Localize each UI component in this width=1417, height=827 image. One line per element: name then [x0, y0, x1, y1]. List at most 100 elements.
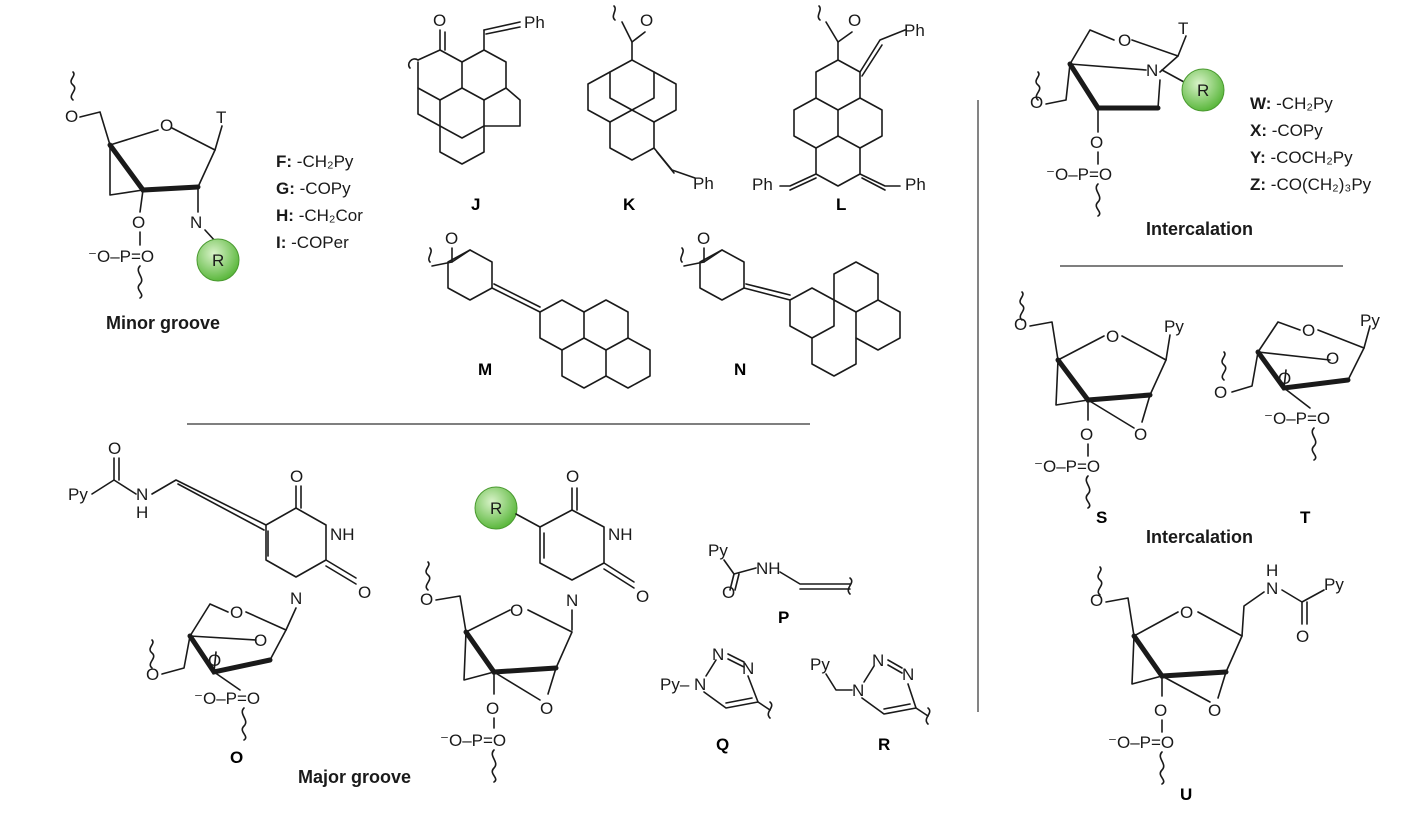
svg-text:N: N [902, 665, 914, 684]
svg-text:O: O [230, 603, 243, 622]
svg-text:O: O [132, 213, 145, 232]
structure-j: O Ph [407, 11, 545, 165]
svg-text:O: O [1326, 349, 1339, 368]
svg-text:O: O [1154, 701, 1167, 720]
svg-text:N: N [742, 659, 754, 678]
svg-text:Py: Py [1164, 317, 1184, 336]
svg-text:O: O [1014, 315, 1027, 334]
svg-text:O: O [65, 107, 78, 126]
label-r: R [878, 735, 890, 754]
svg-text:N: N [566, 591, 578, 610]
label-o: O [230, 748, 243, 767]
svg-text:O: O [848, 11, 861, 30]
svg-text:Py: Py [708, 541, 728, 560]
svg-text:Ph: Ph [905, 175, 926, 194]
svg-text:N: N [852, 681, 864, 700]
svg-text:Ph: Ph [904, 21, 925, 40]
svg-text:N: N [1146, 61, 1158, 80]
section-title-minor-groove: Minor groove [106, 313, 221, 333]
substituent-g: G: -COPy [276, 179, 351, 198]
svg-text:N: N [136, 485, 148, 504]
svg-text:O: O [1214, 383, 1227, 402]
svg-text:O: O [1080, 425, 1093, 444]
svg-text:O: O [445, 229, 458, 248]
intercalation-substituent-list: W: -CH₂Py X: -COPy Y: -COCH₂Py Z: -CO(CH… [1250, 90, 1371, 198]
structure-m: O [428, 229, 651, 389]
svg-text:O: O [146, 665, 159, 684]
svg-text:H: H [136, 503, 148, 522]
svg-text:N: N [712, 645, 724, 664]
substituent-x: X: -COPy [1250, 121, 1323, 140]
label-q: Q [716, 735, 729, 754]
label-s: S [1096, 508, 1107, 527]
minor-substituent-list: F: -CH₂Py G: -COPy H: -CH₂Cor I: -COPer [276, 148, 363, 256]
svg-text:O: O [486, 699, 499, 718]
substituent-i: I: -COPer [276, 233, 349, 252]
structure-k: O Ph [587, 5, 714, 193]
svg-text:Ph: Ph [693, 174, 714, 193]
substituent-w: W: -CH₂Py [1250, 94, 1333, 113]
svg-text:T: T [216, 108, 226, 127]
label-l: L [836, 195, 846, 214]
svg-text:O: O [640, 11, 653, 30]
svg-text:NH: NH [608, 525, 633, 544]
svg-text:O: O [1030, 93, 1043, 112]
label-m: M [478, 360, 492, 379]
svg-text:⁻O–P=O: ⁻O–P=O [1108, 733, 1174, 752]
svg-text:O: O [208, 651, 221, 670]
label-u: U [1180, 785, 1192, 804]
svg-text:O: O [254, 631, 267, 650]
label-p: P [778, 608, 789, 627]
svg-text:N: N [1266, 579, 1278, 598]
svg-text:⁻O–P=O: ⁻O–P=O [440, 731, 506, 750]
label-n: N [734, 360, 746, 379]
structure-t: O Py O O O ⁻O–P=O [1214, 311, 1380, 461]
structure-q: Py– N N N [660, 645, 773, 719]
section-title-intercalation-bottom: Intercalation [1146, 527, 1254, 547]
svg-text:O: O [433, 11, 446, 30]
section-title-intercalation-top: Intercalation [1146, 219, 1254, 239]
svg-text:Py: Py [1360, 311, 1380, 330]
svg-text:O: O [510, 601, 523, 620]
svg-text:O: O [108, 439, 121, 458]
substituent-f: F: -CH₂Py [276, 152, 354, 171]
svg-text:O: O [636, 587, 649, 606]
svg-text:Ph: Ph [752, 175, 773, 194]
svg-text:⁻O–P=O: ⁻O–P=O [1034, 457, 1100, 476]
label-j: J [471, 195, 480, 214]
svg-text:O: O [290, 467, 303, 486]
svg-text:O: O [566, 467, 579, 486]
svg-text:⁻O–P=O: ⁻O–P=O [1046, 165, 1112, 184]
label-t: T [1300, 508, 1311, 527]
svg-text:N: N [872, 651, 884, 670]
substituent-z: Z: -CO(CH₂)₃Py [1250, 175, 1372, 194]
structure-r: Py N N N [810, 651, 931, 725]
structure-p: Py NH O [708, 541, 853, 602]
svg-text:NH: NH [756, 559, 781, 578]
major-groove-r-structure: R O NH O N O O O O ⁻O–P=O [420, 467, 649, 783]
svg-text:R: R [490, 499, 502, 518]
svg-text:O: O [1090, 133, 1103, 152]
structure-l: O Ph Ph Ph [752, 5, 926, 194]
svg-text:⁻O–P=O: ⁻O–P=O [1264, 409, 1330, 428]
structure-n: O [680, 229, 901, 377]
svg-text:O: O [722, 583, 735, 602]
section-title-major-groove: Major groove [298, 767, 412, 787]
svg-text:Py: Py [810, 655, 830, 674]
svg-text:Py: Py [1324, 575, 1344, 594]
svg-text:O: O [1180, 603, 1193, 622]
svg-text:O: O [160, 116, 173, 135]
structure-o: Py O N H O NH O N O O O O ⁻O–P=O [68, 439, 371, 741]
substituent-y: Y: -COCH₂Py [1250, 148, 1353, 167]
svg-text:O: O [1134, 425, 1147, 444]
svg-text:O: O [1302, 321, 1315, 340]
svg-text:R: R [1197, 81, 1209, 100]
svg-text:O: O [1118, 31, 1131, 50]
label-k: K [623, 195, 636, 214]
svg-text:H: H [1266, 561, 1278, 580]
minor-groove-structure: O T O O N ⁻O–P=O R [65, 71, 240, 299]
svg-text:O: O [1278, 369, 1291, 388]
substituent-h: H: -CH₂Cor [276, 206, 363, 225]
svg-text:N: N [190, 213, 202, 232]
